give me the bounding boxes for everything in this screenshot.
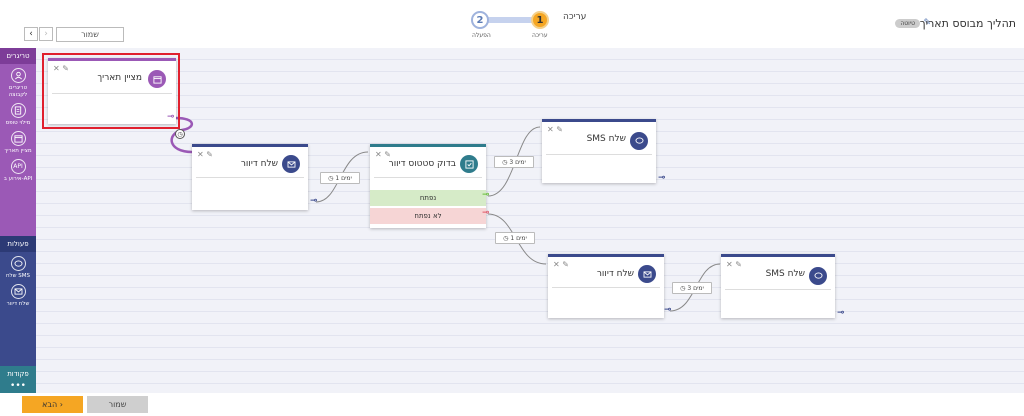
step-activation[interactable]: 2 — [471, 11, 489, 29]
condition-node-check[interactable]: ✕ ✎ בדוק סטטוס דיוור נפתח לא נפתח — [370, 144, 486, 228]
node-divider — [546, 154, 652, 155]
sidebar: טריגרים טריגרים לקבוצה מילוי טופס מציין … — [0, 48, 36, 393]
node-controls[interactable]: ✕ ✎ — [197, 150, 213, 159]
clock-icon: ◷ — [680, 284, 686, 292]
next-button[interactable]: הבא › — [22, 396, 83, 413]
plug-icon[interactable]: ⊸ — [837, 308, 845, 318]
node-divider — [196, 177, 304, 178]
edit-title-icon[interactable]: ✎ — [923, 18, 931, 28]
plug-icon[interactable]: ⊸ — [658, 173, 666, 183]
node-label: שלח דיוור — [596, 269, 634, 279]
top-bar: ‹ › שמור 2 1 הפעלה עריכה עריכה טיוטה ✎ ת… — [0, 0, 1024, 48]
node-divider — [552, 287, 660, 288]
node-divider — [725, 289, 831, 290]
sidebar-item-sms[interactable]: שלח SMS — [0, 252, 36, 280]
plug-icon[interactable]: ⊸ — [310, 196, 318, 206]
clock-icon: ◷ — [503, 234, 509, 242]
node-controls[interactable]: ✕ ✎ — [375, 150, 391, 159]
selection-highlight — [42, 53, 180, 129]
sidebar-item-date[interactable]: מציין תאריך — [0, 127, 36, 155]
sidebar-commands: פקודות ••• — [0, 366, 36, 393]
step-editing-label: עריכה — [532, 32, 548, 39]
clock-icon: ◷ — [328, 174, 334, 182]
node-controls[interactable]: ✕ ✎ — [553, 260, 569, 269]
clock-icon: ◷ — [175, 129, 185, 139]
node-divider — [52, 93, 172, 94]
action-node-sms[interactable]: ✕ ✎ שלח SMS — [542, 119, 656, 183]
plug-icon[interactable]: ⊸ — [482, 208, 490, 218]
trigger-node-date[interactable]: ✕ ✎ מציין תאריך — [48, 58, 176, 124]
branch-not-opened[interactable]: לא נפתח — [370, 208, 486, 224]
node-label: בדוק סטטוס דיוור — [388, 159, 456, 169]
chevron-left-icon: › — [59, 400, 63, 409]
forward-button[interactable]: › — [39, 27, 53, 41]
plug-icon[interactable]: ⊸ — [482, 190, 490, 200]
action-node-mail[interactable]: ✕ ✎ שלח דיוור — [192, 144, 308, 210]
more-icon[interactable]: ••• — [10, 381, 26, 391]
node-label: שלח SMS — [765, 269, 805, 279]
sidebar-triggers: טריגרים טריגרים לקבוצה מילוי טופס מציין … — [0, 48, 36, 236]
stepper-track — [488, 17, 533, 23]
mail-icon — [638, 265, 656, 283]
sidebar-actions: פעולות שלח SMS שלח דיוור — [0, 236, 36, 366]
sidebar-item-group-trigger[interactable]: טריגרים לקבוצה — [0, 64, 36, 99]
sidebar-section-actions: פעולות — [0, 236, 36, 252]
branch-opened[interactable]: נפתח — [370, 190, 486, 206]
node-controls[interactable]: ✕ ✎ — [726, 260, 742, 269]
user-icon — [10, 68, 26, 83]
save-top-button[interactable]: שמור — [56, 27, 124, 42]
step-activation-label: הפעלה — [472, 32, 491, 39]
calendar-icon — [10, 131, 26, 146]
calendar-icon — [148, 70, 166, 88]
node-controls[interactable]: ✕ ✎ — [53, 64, 69, 73]
delay-badge[interactable]: ◷3 ימים — [672, 282, 712, 294]
delay-badge[interactable]: ◷1 ימים — [495, 232, 535, 244]
current-step-title: עריכה — [563, 12, 587, 22]
mail-icon — [10, 284, 26, 299]
back-button[interactable]: ‹ — [24, 27, 38, 41]
bottom-bar — [0, 393, 1024, 416]
sidebar-item-api[interactable]: API אירוע ב-API — [0, 155, 36, 183]
node-label: שלח SMS — [586, 134, 626, 144]
form-icon — [10, 103, 26, 118]
mail-icon — [282, 155, 300, 173]
step-editing[interactable]: 1 — [531, 11, 549, 29]
sidebar-section-commands: פקודות — [0, 366, 36, 382]
action-node-sms[interactable]: ✕ ✎ שלח SMS — [721, 254, 835, 318]
sms-icon — [10, 256, 26, 271]
check-icon — [460, 155, 478, 173]
plug-icon[interactable]: ⊸ — [664, 305, 672, 315]
clock-icon: ◷ — [502, 158, 508, 166]
delay-badge[interactable]: ◷1 ימים — [320, 172, 360, 184]
action-node-mail[interactable]: ✕ ✎ שלח דיוור — [548, 254, 664, 318]
sidebar-section-triggers: טריגרים — [0, 48, 36, 64]
node-label: שלח דיוור — [240, 159, 278, 169]
node-divider — [374, 177, 482, 178]
delay-badge[interactable]: ◷3 ימים — [494, 156, 534, 168]
save-button[interactable]: שמור — [87, 396, 148, 413]
status-badge: טיוטה — [895, 19, 920, 28]
api-icon: API — [10, 159, 26, 174]
flow-canvas[interactable] — [36, 48, 1024, 393]
node-label: מציין תאריך — [97, 73, 142, 83]
plug-icon[interactable]: ⊸ — [167, 112, 175, 122]
sms-icon — [809, 267, 827, 285]
node-controls[interactable]: ✕ ✎ — [547, 125, 563, 134]
page-title: תהליך מבוסס תאריך — [919, 17, 1016, 30]
sidebar-item-mail[interactable]: שלח דיוור — [0, 280, 36, 308]
sidebar-item-form[interactable]: מילוי טופס — [0, 99, 36, 127]
sms-icon — [630, 132, 648, 150]
